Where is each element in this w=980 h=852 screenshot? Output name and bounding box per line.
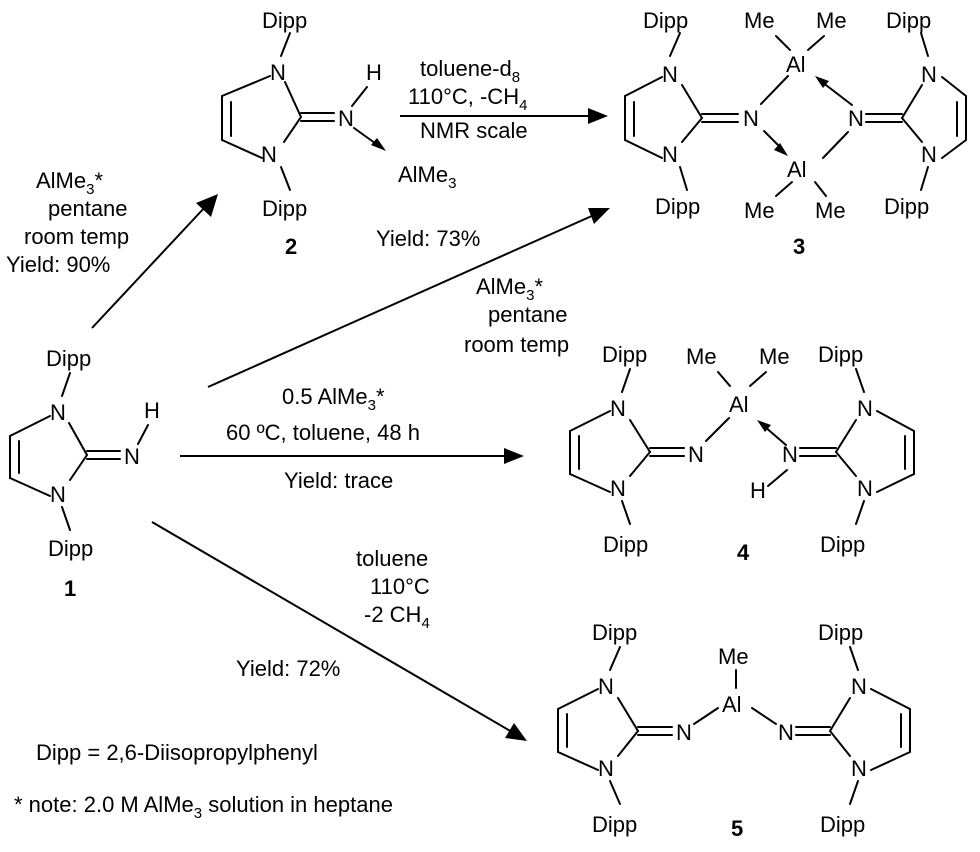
conditions-1-to-4: 0.5 AlMe3* 60 ºC, toluene, 48 h Yield: t…: [226, 384, 420, 493]
c3-n-right-imine: N: [848, 106, 864, 131]
compound-4: Dipp N N N Dipp Me Me Al N H N N: [569, 342, 915, 565]
c4-al: Al: [729, 392, 749, 417]
c2-n-bottom: N: [261, 142, 277, 167]
cond-13-yield: Yield: 73%: [376, 226, 480, 251]
arrow-1-to-4: [180, 448, 524, 464]
c2-n-top: N: [270, 60, 286, 85]
cond-14-line3: Yield: trace: [284, 468, 393, 493]
c1-dipp-top: Dipp: [46, 346, 91, 371]
c5-n-right-top: N: [851, 674, 867, 699]
c1-n-imine: N: [124, 444, 140, 469]
cond-14-line2: 60 ºC, toluene, 48 h: [226, 420, 420, 445]
c1-n-top: N: [50, 400, 66, 425]
conditions-1-to-5: toluene 110°C -2 CH4 Yield: 72%: [236, 546, 430, 681]
c3-al-bottom: Al: [787, 157, 807, 182]
c4-dipp-bottom-left: Dipp: [603, 532, 648, 557]
c4-n-left-bottom: N: [610, 476, 626, 501]
cond-23-line2: 110°C, -CH4: [408, 84, 527, 114]
c2-dipp-top: Dipp: [262, 8, 307, 33]
c4-h: H: [750, 478, 766, 503]
c5-n-left-top: N: [598, 674, 614, 699]
arrow-1-to-2: [91, 194, 218, 329]
c2-dipp-bottom: Dipp: [262, 196, 307, 221]
c4-n-right-imine: N: [782, 442, 798, 467]
cond-23-line3: NMR scale: [420, 118, 528, 143]
conditions-2-to-3: toluene-d8 110°C, -CH4 NMR scale: [408, 56, 528, 143]
cond-12-line3: room temp: [24, 224, 129, 249]
c2-h: H: [366, 60, 382, 85]
c1-n-bottom: N: [50, 482, 66, 507]
c3-me-1: Me: [744, 8, 775, 33]
cond-12-line2: pentane: [48, 196, 128, 221]
c2-number: 2: [285, 234, 297, 259]
c5-n-left-imine: N: [676, 720, 692, 745]
c3-n-left-top: N: [662, 62, 678, 87]
c3-n-right-top: N: [921, 62, 937, 87]
compound-5: Dipp N N N Dipp Me Al N N N Dipp Dipp: [557, 620, 911, 841]
c3-n-left-imine: N: [743, 106, 759, 131]
c3-me-4: Me: [815, 198, 846, 223]
compound-1: Dipp N N N H Dipp 1: [9, 346, 160, 601]
c4-me-1: Me: [686, 344, 717, 369]
c1-dipp-bottom: Dipp: [48, 536, 93, 561]
c4-dipp-bottom-right: Dipp: [820, 532, 865, 557]
c5-dipp-top-left: Dipp: [592, 620, 637, 645]
c4-n-right-bottom: N: [857, 476, 873, 501]
c3-dipp-bottom-right: Dipp: [884, 194, 929, 219]
cond-15-line1: toluene: [356, 546, 428, 571]
c4-dipp-top-left: Dipp: [602, 342, 647, 367]
arrow-1-to-5: [151, 521, 527, 741]
cond-15-line2: 110°C: [370, 574, 430, 599]
c2-almethyl: AlMe3: [398, 162, 456, 192]
c3-me-2: Me: [816, 8, 847, 33]
c4-n-right-top: N: [857, 396, 873, 421]
c1-number: 1: [64, 576, 76, 601]
c5-dipp-bottom-left: Dipp: [592, 812, 637, 837]
cond-14-line1: 0.5 AlMe3*: [282, 384, 385, 414]
cond-23-line1: toluene-d8: [420, 56, 520, 86]
c3-dipp-bottom-left: Dipp: [655, 194, 700, 219]
c3-dipp-top-left: Dipp: [643, 8, 688, 33]
c3-me-3: Me: [744, 198, 775, 223]
c3-n-right-bottom: N: [921, 142, 937, 167]
cond-13-line1: AlMe3*: [476, 274, 543, 304]
c5-al: Al: [722, 692, 742, 717]
compound-2: Dipp N N N H AlMe3 Dipp 2: [221, 8, 456, 259]
arrow-2-to-3: [400, 108, 608, 124]
c4-me-2: Me: [759, 344, 790, 369]
arrow-1-to-3: [207, 208, 610, 388]
dipp-definition: Dipp = 2,6-Diisopropylphenyl: [36, 740, 318, 765]
c3-al-top: Al: [786, 52, 806, 77]
c5-number: 5: [731, 816, 743, 841]
cond-13-line2: pentane: [488, 302, 568, 327]
c5-n-right-imine: N: [778, 720, 794, 745]
c3-dipp-top-right: Dipp: [886, 8, 931, 33]
cond-15-line3: -2 CH4: [364, 602, 430, 632]
c5-dipp-top-right: Dipp: [818, 620, 863, 645]
c5-n-left-bottom: N: [598, 756, 614, 781]
cond-15-yield: Yield: 72%: [236, 656, 340, 681]
c5-n-right-bottom: N: [851, 756, 867, 781]
cond-12-line4: Yield: 90%: [6, 252, 110, 277]
c4-n-left-top: N: [610, 396, 626, 421]
c5-dipp-bottom-right: Dipp: [820, 812, 865, 837]
conditions-1-to-2: AlMe3* pentane room temp Yield: 90%: [6, 168, 129, 277]
cond-12-line1: AlMe3*: [36, 168, 103, 198]
c3-n-left-bottom: N: [662, 142, 678, 167]
c2-n-imine: N: [338, 106, 354, 131]
c4-number: 4: [737, 540, 750, 565]
c5-me: Me: [718, 644, 749, 669]
c4-n-left-imine: N: [688, 442, 704, 467]
c1-h: H: [144, 398, 160, 423]
cond-13-line3: room temp: [464, 332, 569, 357]
compound-3: Dipp N N N Dipp Me Me Al Al Me Me N: [624, 8, 967, 259]
c4-dipp-top-right: Dipp: [818, 342, 863, 367]
conditions-1-to-3: Yield: 73% AlMe3* pentane room temp: [376, 226, 569, 357]
c3-number: 3: [793, 234, 805, 259]
reagent-note: * note: 2.0 M AlMe3 solution in heptane: [14, 792, 393, 822]
